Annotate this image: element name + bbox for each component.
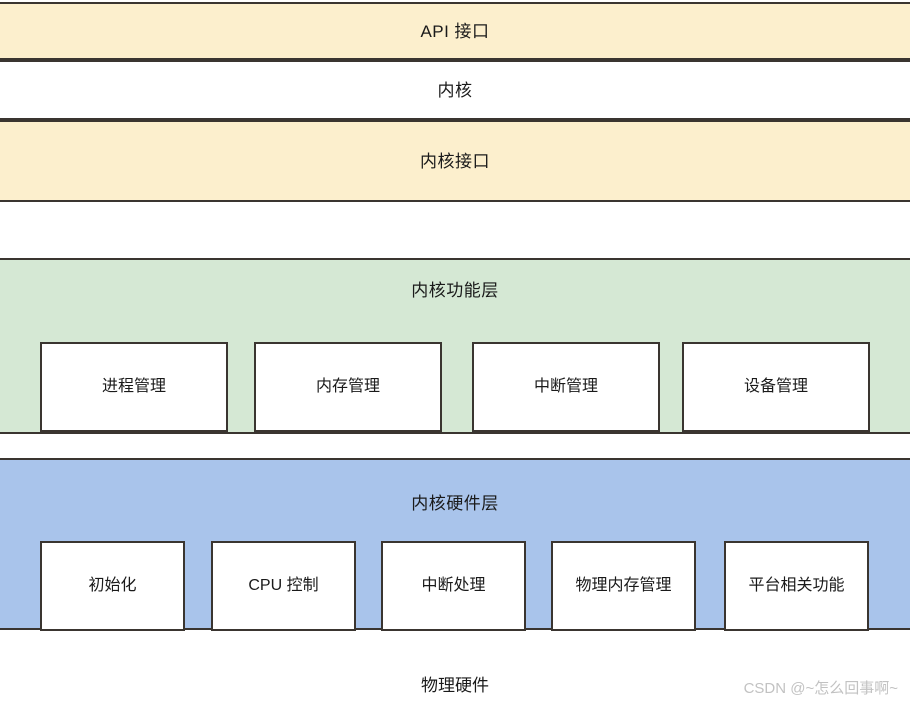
layer-label-api: API 接口 — [420, 22, 490, 41]
node-cpu-control[interactable]: CPU 控制 — [211, 541, 356, 631]
node-device-management[interactable]: 设备管理 — [682, 342, 870, 432]
layer-label-kernel: 内核 — [437, 81, 473, 100]
layer-band-kernel: 内核 — [0, 60, 910, 120]
layer-label-kernel-function: 内核功能层 — [411, 281, 499, 300]
node-process-management[interactable]: 进程管理 — [40, 342, 228, 432]
layer-label-kernel-hardware: 内核硬件层 — [411, 494, 499, 513]
node-initialization[interactable]: 初始化 — [40, 541, 185, 631]
layer-band-api: API 接口 — [0, 2, 910, 60]
csdn-watermark: CSDN @~怎么回事啊~ — [743, 680, 898, 697]
node-memory-management[interactable]: 内存管理 — [254, 342, 442, 432]
layer-label-kernel-interface: 内核接口 — [420, 152, 490, 171]
node-interrupt-handling[interactable]: 中断处理 — [381, 541, 526, 631]
node-platform-specific-functions[interactable]: 平台相关功能 — [724, 541, 869, 631]
layer-band-kernel-interface: 内核接口 — [0, 120, 910, 202]
layer-band-spacer — [0, 202, 910, 258]
node-interrupt-management[interactable]: 中断管理 — [472, 342, 660, 432]
layer-label-physical-hardware: 物理硬件 — [421, 676, 489, 695]
node-physical-memory-management[interactable]: 物理内存管理 — [551, 541, 696, 631]
